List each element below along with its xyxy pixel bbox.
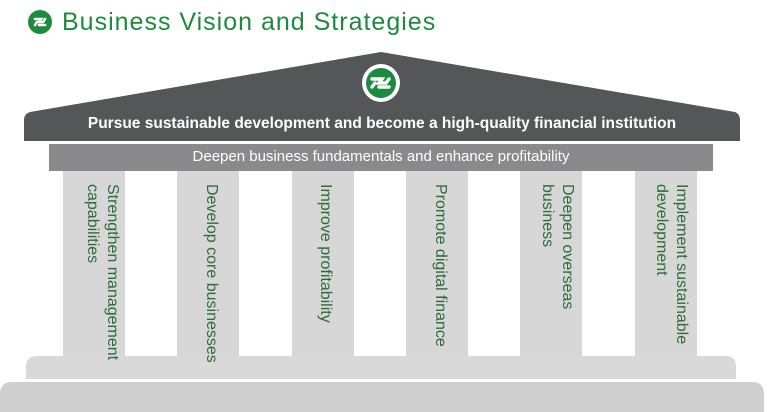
pillar-6 xyxy=(635,170,697,362)
pillar-5 xyxy=(520,170,582,362)
pillar-2 xyxy=(177,170,239,362)
pillar-label: Promote digital finance xyxy=(432,184,449,347)
pillar-label: Deepen overseas business xyxy=(539,184,576,310)
pillar-3 xyxy=(292,170,354,362)
company-logo-icon xyxy=(28,10,52,34)
base-lower-step xyxy=(0,382,764,412)
pillar-4 xyxy=(406,170,468,362)
page-title: Business Vision and Strategies xyxy=(62,7,437,36)
pillar-label: Improve profitability xyxy=(317,184,334,323)
page-header: Business Vision and Strategies xyxy=(28,6,436,38)
pillar-label: Strengthen management capabilities xyxy=(84,184,121,361)
base-upper-step xyxy=(26,356,736,379)
vision-statement: Pursue sustainable development and becom… xyxy=(87,115,677,132)
pillar-label: Implement sustainable development xyxy=(653,184,690,345)
roof-logo-icon xyxy=(362,64,400,102)
pillar-label: Develop core businesses xyxy=(203,184,220,363)
beam-statement: Deepen business fundamentals and enhance… xyxy=(192,148,570,165)
beam xyxy=(49,144,713,171)
pillar-1 xyxy=(63,170,125,362)
